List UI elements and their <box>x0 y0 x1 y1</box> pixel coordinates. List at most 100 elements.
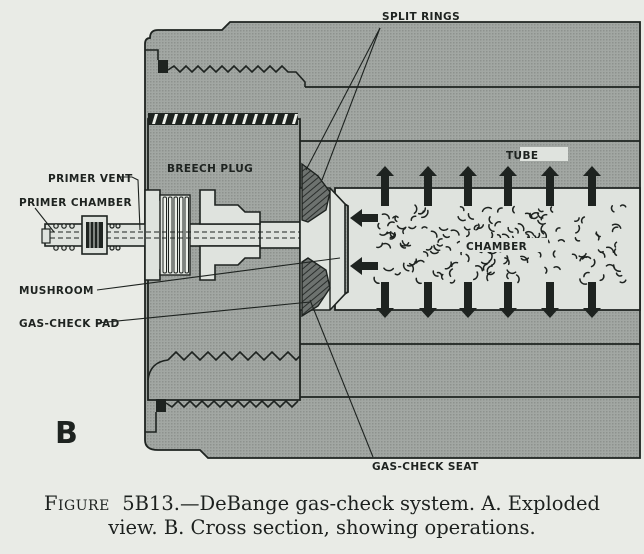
figure-caption: Figure 5B13.—DeBange gas-check system. A… <box>0 492 644 540</box>
gas-squiggle <box>436 271 443 278</box>
thread-tooth <box>182 114 188 124</box>
caption-line1-text: —DeBange gas-check system. A. Exploded <box>179 492 600 515</box>
gas-squiggle <box>517 223 525 232</box>
thread-tooth <box>152 114 158 124</box>
caption-prefix: Figure <box>43 492 110 515</box>
gas-squiggle <box>574 236 581 242</box>
gas-squiggle <box>490 258 496 266</box>
gas-squiggle <box>496 207 503 213</box>
gas-squiggle <box>467 213 475 220</box>
panel-letter: B <box>55 416 78 451</box>
gas-squiggle <box>422 250 429 257</box>
gas-squiggle <box>488 223 495 233</box>
leader-split-rings-1 <box>305 27 381 171</box>
gas-check-pad-lower <box>301 257 331 318</box>
gas-squiggle <box>610 205 615 213</box>
vent-nut-rib <box>168 196 173 274</box>
gas-squiggle <box>465 253 470 263</box>
gas-squiggle <box>619 279 627 284</box>
thread-tooth <box>242 114 248 124</box>
thread-tooth <box>272 114 278 124</box>
label-gas-check-pad: GAS-CHECK PAD <box>19 318 120 330</box>
gas-squiggle <box>457 215 466 222</box>
gas-squiggle <box>515 274 520 284</box>
interrupted-thread-upper <box>148 113 298 125</box>
gas-squiggle <box>550 206 554 213</box>
pressure-arrow-up <box>419 166 437 206</box>
gas-squiggle <box>402 262 410 272</box>
gas-squiggle <box>387 221 395 227</box>
upper-lock-block <box>158 60 168 73</box>
gas-squiggle <box>581 256 592 260</box>
pressure-arrow-up <box>376 166 394 206</box>
label-chamber: CHAMBER <box>466 241 527 253</box>
thread-tooth <box>292 114 298 124</box>
thread-tooth <box>252 114 258 124</box>
gas-squiggle <box>421 226 428 229</box>
gas-squiggle <box>503 255 509 265</box>
gas-squiggle <box>615 272 623 277</box>
gas-squiggle <box>382 242 392 249</box>
gas-squiggle <box>612 264 622 272</box>
thread-tooth <box>282 114 288 124</box>
pressure-arrow-down <box>499 282 517 318</box>
gas-squiggle <box>580 216 586 224</box>
thread-tooth <box>262 114 268 124</box>
leader-gas-check-seat <box>309 299 374 458</box>
gas-squiggle <box>595 233 600 241</box>
lower-thread <box>167 350 301 362</box>
leader-split-rings-2 <box>321 27 381 181</box>
gas-squiggle <box>512 205 515 214</box>
gas-squiggle <box>520 257 530 261</box>
gas-squiggle <box>571 253 578 259</box>
label-primer-vent: PRIMER VENT <box>48 173 133 185</box>
gas-squiggle <box>555 227 561 232</box>
gas-squiggle <box>396 225 407 230</box>
gas-squiggle <box>383 267 395 272</box>
gas-squiggle <box>438 226 449 232</box>
gas-squiggle <box>599 274 605 282</box>
gas-squiggle <box>574 217 580 222</box>
gas-squiggle <box>408 262 415 273</box>
lower-lock-block <box>156 399 166 412</box>
gas-squiggle <box>474 265 484 272</box>
gas-squiggle <box>605 246 615 254</box>
debange-gas-check-diagram: SPLIT RINGS TUBE BREECH PLUG PRIMER VENT… <box>19 11 641 473</box>
gas-squiggle <box>444 261 452 270</box>
pressure-arrow-up <box>541 166 559 206</box>
upper-outer-thread <box>167 64 306 87</box>
gas-squiggle <box>590 258 596 268</box>
pressure-arrows <box>350 166 601 318</box>
gas-squiggle <box>553 266 561 271</box>
leader-gas-check-pad <box>96 301 311 324</box>
gas-squiggle <box>552 250 556 258</box>
primer-beads <box>53 223 121 251</box>
gas-squiggle <box>392 215 399 219</box>
thread-tooth <box>192 114 198 124</box>
gas-squiggle <box>377 222 381 230</box>
gas-squiggle <box>557 238 566 243</box>
pressure-arrow-up <box>499 166 517 206</box>
pressure-arrow-left <box>350 257 378 275</box>
gas-squiggle <box>544 266 548 274</box>
vent-nut-rib <box>173 196 178 274</box>
gas-squiggle <box>494 221 502 227</box>
gas-squiggle <box>529 212 540 219</box>
label-breech-plug: BREECH PLUG <box>167 163 253 175</box>
vent-nut-rib <box>162 196 167 274</box>
gas-squiggle <box>445 246 452 251</box>
gas-squiggle <box>540 213 548 221</box>
gas-squiggle <box>524 230 535 236</box>
gas-squiggle <box>389 232 396 239</box>
gas-squiggle <box>408 225 417 230</box>
gas-squiggle <box>506 272 509 280</box>
gas-check-pad-upper <box>301 162 331 223</box>
pressure-arrow-up <box>583 166 601 206</box>
gas-squiggle <box>506 269 517 275</box>
gas-squiggle <box>373 276 380 285</box>
gas-squiggle <box>524 212 533 219</box>
pressure-arrow-down <box>459 282 477 318</box>
leader-primer-chamber <box>34 207 55 233</box>
gas-squiggle <box>421 209 429 219</box>
gas-squiggle <box>459 206 465 212</box>
